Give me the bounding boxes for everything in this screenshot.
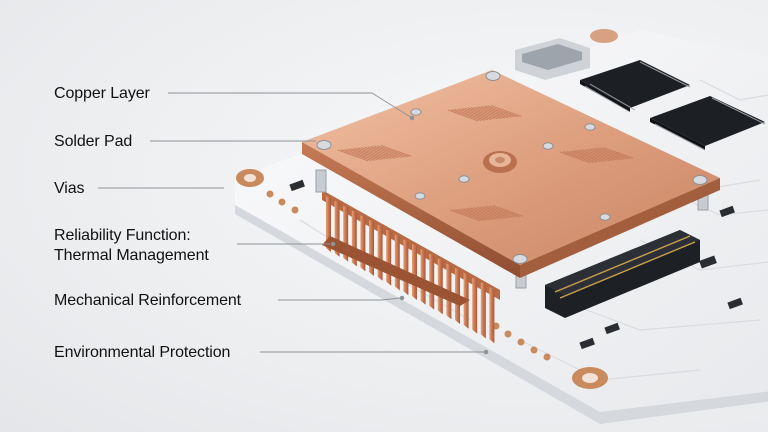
engraved-rib	[589, 148, 621, 161]
heatsink-fin	[377, 224, 383, 281]
engraved-rib	[364, 146, 395, 159]
engraved-rib	[459, 208, 491, 221]
engraved-rib	[586, 148, 617, 161]
engraved-rib	[360, 147, 392, 159]
heatsink-fins	[322, 190, 500, 344]
engraved-rib	[474, 106, 505, 119]
heatsink-fin	[437, 258, 443, 315]
engraved-rib	[482, 206, 514, 218]
engraved-rib	[469, 207, 501, 220]
engraved-rib	[476, 206, 507, 219]
engraved-rib	[456, 208, 488, 221]
label-copper-layer: Copper Layer	[54, 85, 150, 102]
engraved-rib	[347, 148, 379, 161]
label-environmental-protection: Environmental Protection	[54, 344, 231, 361]
leader-mechanical	[278, 297, 401, 301]
engraved-rib	[563, 151, 594, 164]
engraved-rib	[569, 150, 601, 163]
engraved-rib	[341, 149, 372, 162]
label-reliability-line1: Reliability Function:	[54, 227, 191, 244]
engraved-rib	[457, 108, 489, 121]
engraved-rib	[463, 208, 494, 220]
heatsink-fin	[412, 244, 417, 300]
engraved-rib	[579, 149, 611, 162]
engraved-rib	[380, 144, 412, 157]
heatsink-fin	[403, 239, 409, 296]
label-vias: Vias	[54, 180, 85, 197]
heatsink-fin	[386, 229, 392, 286]
engraved-rib	[596, 147, 627, 160]
heatsink-fin	[394, 234, 400, 291]
engraved-rib	[453, 209, 484, 222]
heatsink-fin	[420, 248, 426, 305]
engraved-rib	[602, 146, 634, 159]
label-solder-pad: Solder Pad	[54, 133, 133, 150]
engraved-rib	[470, 107, 502, 119]
connector	[515, 38, 590, 80]
engraved-rib	[354, 147, 385, 160]
engraved-rib	[351, 148, 382, 160]
engraved-rib	[490, 104, 522, 117]
engraved-rib	[461, 108, 492, 120]
engraved-rib	[464, 107, 495, 120]
chip-2	[650, 96, 765, 150]
heatsink-fin	[489, 287, 495, 344]
engraved-rib	[344, 148, 376, 161]
label-reliability-line2: Thermal Management	[54, 247, 209, 264]
engraved-rib	[370, 146, 402, 158]
smd-components	[289, 179, 743, 350]
engraved-rib	[447, 109, 479, 122]
engraved-rib	[566, 150, 598, 163]
engraved-rib	[374, 145, 405, 158]
leader-copper-layer	[168, 92, 413, 119]
engraved-rib	[357, 147, 389, 160]
label-mechanical-reinforcement: Mechanical Reinforcement	[54, 292, 242, 309]
engraved-rib	[582, 149, 614, 161]
engraved-rib	[477, 106, 509, 119]
engraved-rib	[367, 146, 399, 159]
engraved-rib	[377, 145, 409, 158]
engraved-rib	[449, 209, 481, 222]
board-pads	[236, 29, 618, 389]
engraved-rib	[592, 148, 624, 160]
copper-plate	[302, 70, 720, 278]
heatsink-fin	[429, 253, 435, 310]
engraved-rib	[576, 149, 607, 162]
engraved-rib	[467, 107, 499, 120]
engraved-rib	[484, 105, 515, 118]
engraved-rib	[472, 207, 504, 219]
engraved-rib	[599, 147, 631, 160]
engraved-rib	[492, 204, 524, 217]
engraved-rib	[466, 207, 497, 220]
engraved-rib	[454, 108, 486, 121]
chip-1	[580, 60, 690, 112]
engraved-rib	[479, 206, 511, 219]
engraved-rib	[573, 150, 604, 162]
pin-header	[545, 230, 700, 318]
engraved-rib	[337, 149, 369, 162]
leader-lines	[98, 92, 489, 355]
engraved-rib	[489, 205, 521, 218]
label-reliability-function: Reliability Function: Thermal Management	[54, 226, 209, 266]
engraved-rib	[559, 151, 591, 164]
engraved-rib	[451, 109, 482, 122]
engraved-rib	[480, 106, 512, 118]
engraved-rib	[487, 105, 519, 118]
heatsink-fin	[472, 277, 478, 334]
engraved-rib	[486, 205, 517, 218]
heatsink-fin	[480, 282, 486, 339]
